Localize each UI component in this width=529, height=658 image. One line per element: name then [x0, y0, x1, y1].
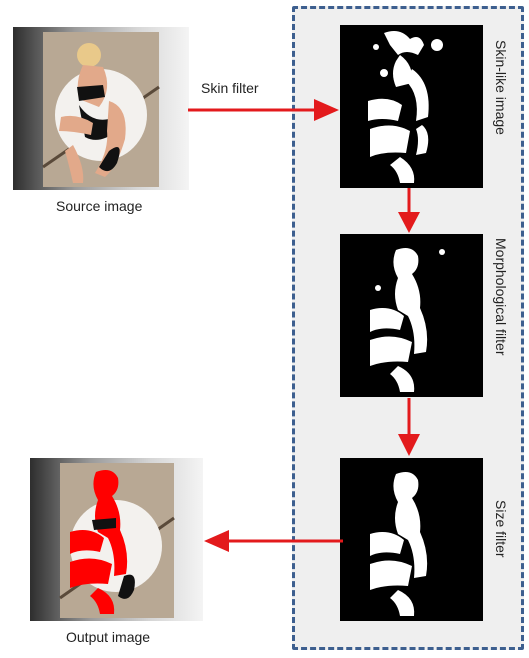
output-image-caption: Output image: [66, 629, 150, 645]
arrow-down-1: [396, 188, 422, 234]
arrow-left: [203, 526, 343, 556]
arrow-down-2: [396, 398, 422, 458]
size-filter-label: Size filter: [493, 500, 509, 558]
skin-like-label: Skin-like image: [493, 40, 509, 135]
arrow-right: [188, 95, 340, 125]
skin-filter-label: Skin filter: [201, 80, 259, 96]
morphological-label: Morphological filter: [493, 238, 509, 356]
source-image-caption: Source image: [56, 198, 142, 214]
size-filter-mask: [340, 458, 483, 621]
source-image: [13, 27, 189, 190]
output-image: [30, 458, 203, 621]
skin-like-mask: [340, 25, 483, 188]
morphological-mask: [340, 234, 483, 397]
